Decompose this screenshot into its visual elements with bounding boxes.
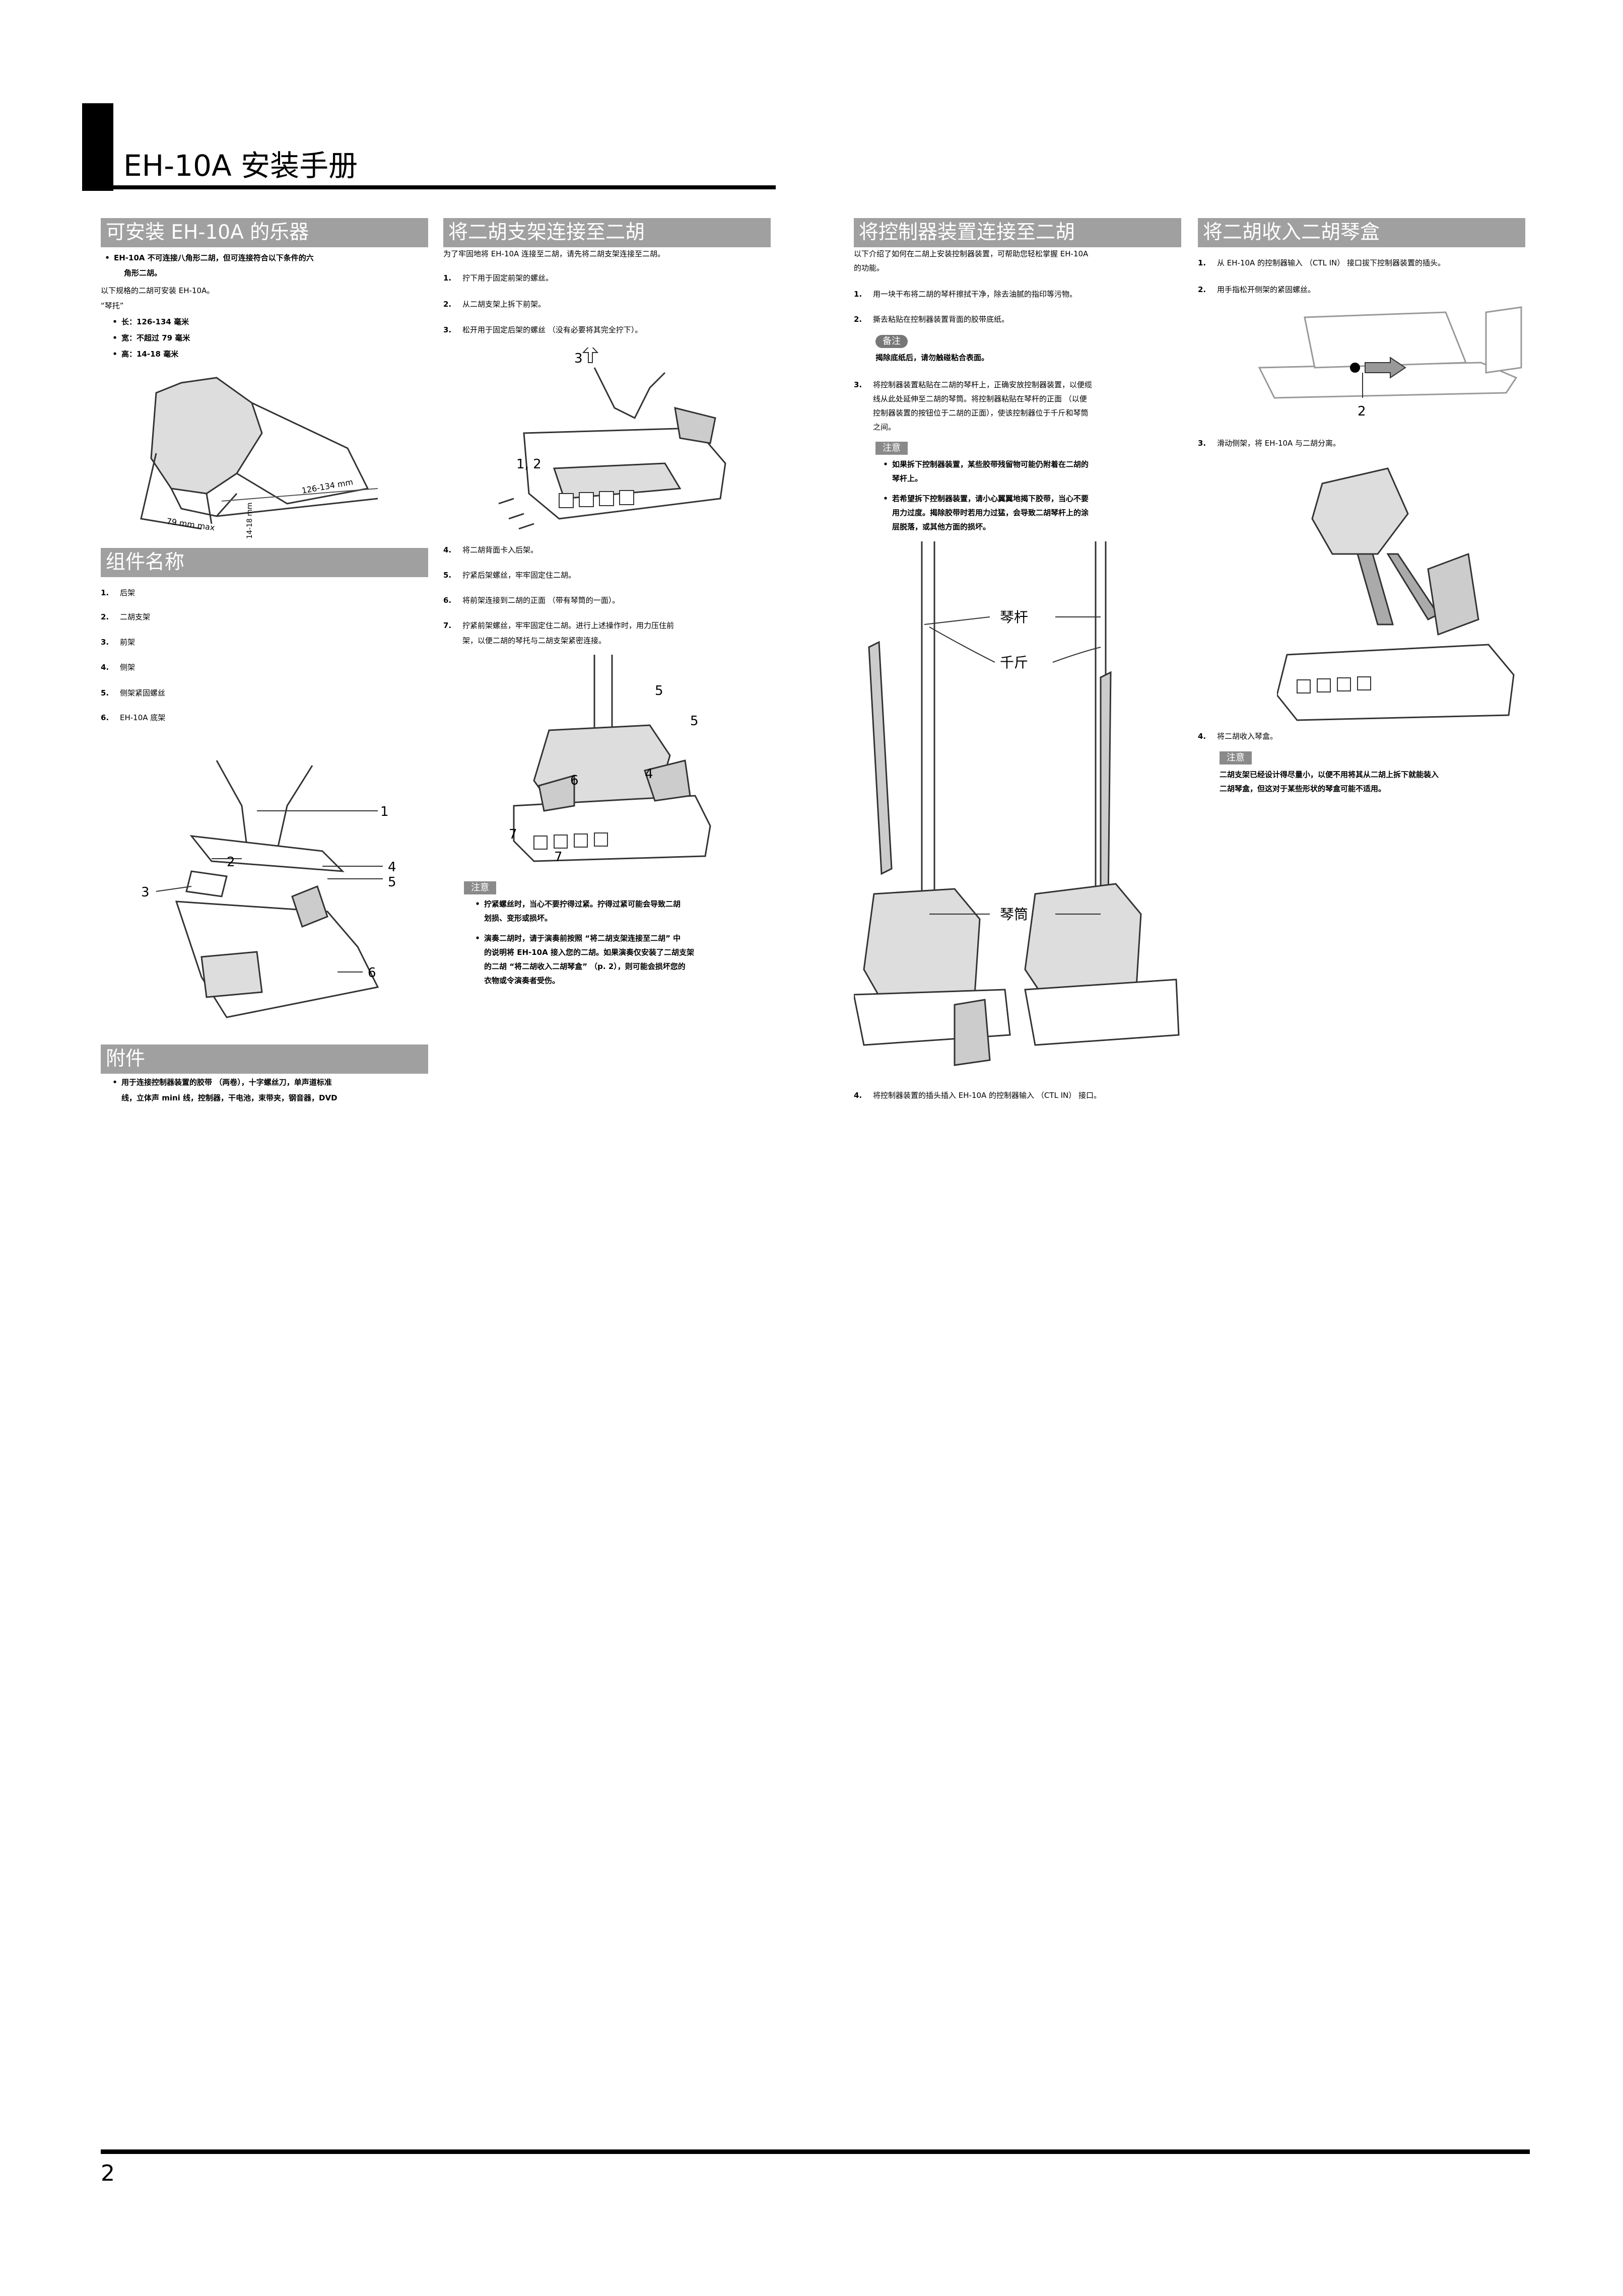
controller-step-cont: 线从此处延伸至二胡的琴筒。将控制器粘贴在琴杆的正面 （以便 <box>873 394 1087 403</box>
storage-step: 2.用手指松开侧架的紧固螺丝。 <box>1198 285 1316 294</box>
erhu-part-label: 琴杆 <box>1000 609 1028 625</box>
section-title-controller: 将控制器装置连接至二胡 <box>854 218 1181 247</box>
dim-width-label: 79 mm max <box>166 516 215 532</box>
parts-callout: 2 <box>227 855 235 870</box>
attach-caution-line: •演奏二胡时，请于演奏前按照 “将二胡支架连接至二胡” 中 <box>475 934 681 943</box>
attach-step: 2.从二胡支架上拆下前架。 <box>443 300 546 309</box>
attach-callout: 3 <box>574 351 583 366</box>
erhu-part-label: 琴筒 <box>1000 906 1028 923</box>
attach-caution-line: 划损、变形或损坏。 <box>484 914 553 923</box>
controller-caution-line: •如果拆下控制器装置，某些胶带残留物可能仍附着在二胡的 <box>883 460 1089 469</box>
controller-figure: 琴杆 千斤 琴筒 <box>854 541 1181 1083</box>
compat-note-bullet-cont: 角形二胡。 <box>124 268 162 277</box>
attach-step-cont: 架，以便二胡的琴托与二胡支架紧密连接。 <box>462 636 606 645</box>
attach-step: 4.将二胡背面卡入后架。 <box>443 545 538 554</box>
controller-step: 3.将控制器装置粘贴在二胡的琴杆上，正确安放控制器装置，以便缆 <box>854 380 1093 389</box>
controller-note: 揭除底纸后，请勿触碰粘合表面。 <box>875 353 989 362</box>
accessories-line: 线，立体声 mini 线，控制器，干电池，束带夹，钢音器，DVD <box>121 1093 337 1102</box>
attach-figure-1: 3 1, 2 <box>484 347 746 539</box>
controller-caution-line: 琴杆上。 <box>892 474 923 483</box>
storage-step: 1.从 EH-10A 的控制器输入 （CTL IN） 接口拔下控制器装置的插头。 <box>1198 258 1445 267</box>
section-title-compat: 可安装 EH-10A 的乐器 <box>101 218 428 247</box>
parts-callout: 4 <box>388 860 396 875</box>
attach-figure-2: 5 5 6 4 7 7 <box>484 655 735 866</box>
part-item: 1.后架 <box>101 588 136 597</box>
caution-tag: 注意 <box>1220 751 1252 764</box>
attach-caution-line: 衣物或令演奏者受伤。 <box>484 976 560 985</box>
part-item: 6.EH-10A 底架 <box>101 713 166 722</box>
attach-step: 6.将前架连接到二胡的正面 （带有琴筒的一面）。 <box>443 596 620 605</box>
spec-item: •长：126-134 毫米 <box>112 317 189 326</box>
attach-callout: 5 <box>690 714 699 729</box>
controller-step-cont: 之间。 <box>873 423 896 432</box>
controller-step: 1.用一块干布将二胡的琴杆擦拭干净，除去油腻的指印等污物。 <box>854 290 1077 299</box>
controller-caution-line: 用力过度。揭除胶带时若用力过猛，会导致二胡琴杆上的涂 <box>892 508 1089 517</box>
storage-figure-2 <box>1277 453 1524 725</box>
attach-callout: 6 <box>570 773 579 788</box>
footer-rule <box>101 2149 1530 2154</box>
attach-step: 5.拧紧后架螺丝，牢牢固定住二胡。 <box>443 571 576 580</box>
section-title-attach: 将二胡支架连接至二胡 <box>443 218 771 247</box>
storage-caution-line: 二胡支架已经设计得尽量小，以便不用将其从二胡上拆下就能装入 <box>1220 770 1439 779</box>
parts-exploded-figure: 1 2 3 4 5 6 <box>126 735 418 1027</box>
caution-tag: 注意 <box>875 442 908 455</box>
compat-sub: “琴托” <box>101 301 124 310</box>
part-item: 5.侧架紧固螺丝 <box>101 688 166 698</box>
attach-intro: 为了牢固地将 EH-10A 连接至二胡，请先将二胡支架连接至二胡。 <box>443 249 665 258</box>
page-number: 2 <box>101 2161 115 2186</box>
storage-caution-line: 二胡琴盒，但这对于某些形状的琴盒可能不适用。 <box>1220 784 1386 793</box>
controller-caution-line: 层脱落，或其他方面的损坏。 <box>892 522 991 531</box>
attach-step: 1.拧下用于固定前架的螺丝。 <box>443 273 554 283</box>
section-title-accessories: 附件 <box>101 1045 428 1074</box>
attach-callout: 5 <box>655 683 663 699</box>
part-item: 4.侧架 <box>101 663 136 672</box>
spec-item: •高：14-18 毫米 <box>112 350 179 359</box>
controller-step: 4.将控制器装置的插头插入 EH-10A 的控制器输入 （CTL IN） 接口。 <box>854 1091 1101 1100</box>
accessories-line: •用于连接控制器装置的胶带 （两卷），十字螺丝刀，单声道标准 <box>112 1078 332 1087</box>
parts-callout: 1 <box>380 804 389 819</box>
attach-callout: 7 <box>509 827 517 842</box>
controller-caution-line: •若希望拆下控制器装置，请小心翼翼地揭下胶带，当心不要 <box>883 494 1089 503</box>
parts-callout: 6 <box>368 965 376 981</box>
section-title-storage: 将二胡收入二胡琴盒 <box>1198 218 1525 247</box>
attach-caution-line: 的二胡 “将二胡收入二胡琴盒” （p. 2），则可能会损坏您的 <box>484 962 686 971</box>
controller-intro: 的功能。 <box>854 263 885 272</box>
storage-step: 3.滑动侧架，将 EH-10A 与二胡分离。 <box>1198 439 1341 448</box>
controller-intro: 以下介绍了如何在二胡上安装控制器装置，可帮助您轻松掌握 EH-10A <box>854 249 1089 258</box>
attach-callout: 4 <box>645 767 653 782</box>
page-title: EH-10A 安装手册 <box>123 149 358 183</box>
storage-step: 4.将二胡收入琴盒。 <box>1198 732 1278 741</box>
controller-step-cont: 控制器装置的按钮位于二胡的正面），使该控制器位于千斤和琴筒 <box>873 408 1089 418</box>
caution-tag: 注意 <box>464 881 496 894</box>
title-rule <box>82 185 776 189</box>
spec-item: •宽：不超过 79 毫米 <box>112 333 190 342</box>
compat-note-bullet: •EH-10A 不可连接八角形二胡，但可连接符合以下条件的六 <box>105 253 314 262</box>
note-tag: 备注 <box>875 335 908 348</box>
erhu-dimension-figure: 126-134 mm 79 mm max 14-18 mm <box>136 373 398 539</box>
storage-callout: 2 <box>1358 404 1366 419</box>
attach-caution-line: 的说明将 EH-10A 接入您的二胡。如果演奏仅安装了二胡支架 <box>484 948 694 957</box>
controller-step: 2.撕去粘贴在控制器装置背面的胶带底纸。 <box>854 315 1009 324</box>
parts-callout: 3 <box>141 885 150 900</box>
part-item: 3.前架 <box>101 638 136 647</box>
compat-intro: 以下规格的二胡可安装 EH-10A。 <box>101 286 215 295</box>
parts-callout: 5 <box>388 875 396 890</box>
storage-figure-1: 2 <box>1254 302 1526 423</box>
dim-height-label: 14-18 mm <box>246 503 254 539</box>
attach-caution-line: •拧紧螺丝时，当心不要拧得过紧。拧得过紧可能会导致二胡 <box>475 899 681 909</box>
part-item: 2.二胡支架 <box>101 612 151 621</box>
erhu-part-label: 千斤 <box>1000 654 1028 671</box>
title-block-bar <box>82 103 113 191</box>
section-title-parts: 组件名称 <box>101 548 428 577</box>
attach-callout: 1, 2 <box>516 457 542 472</box>
attach-step: 3.松开用于固定后架的螺丝 （没有必要将其完全拧下）。 <box>443 325 643 334</box>
attach-callout: 7 <box>554 850 563 865</box>
attach-step: 7.拧紧前架螺丝，牢牢固定住二胡。进行上述操作时，用力压住前 <box>443 621 674 630</box>
